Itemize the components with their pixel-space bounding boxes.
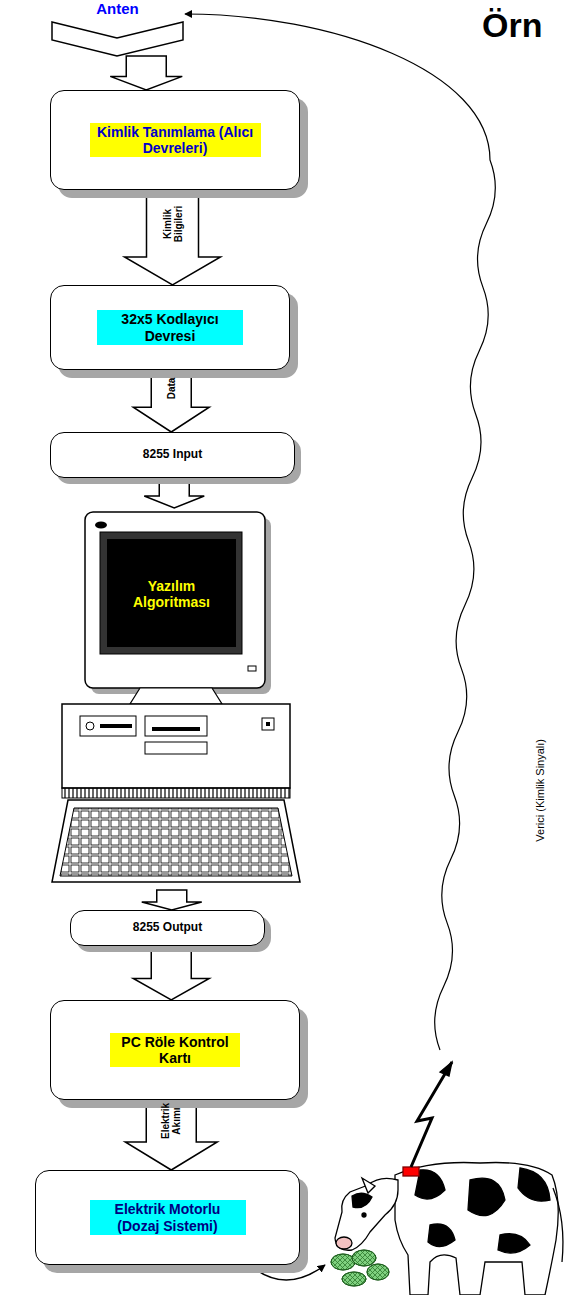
input-port-box: 8255 Input — [50, 432, 295, 478]
block-arrow — [125, 190, 221, 285]
node-label: Anten — [50, 0, 185, 17]
receiver-box: Kimlik Tanımlama (Alıcı Devreleri) — [50, 90, 300, 190]
feed-pile — [331, 1250, 389, 1286]
antenna-symbol — [52, 22, 183, 56]
node-label: Yazılım Algoritması — [109, 541, 234, 647]
block-arrow — [144, 478, 204, 508]
relay-card-box: PC Röle Kontrol Kartı — [50, 1000, 300, 1100]
node-label: Kimlik Tanımlama (Alıcı Devreleri) — [90, 123, 261, 157]
node-label: PC Röle Kontrol Kartı — [110, 1033, 240, 1067]
dosing-system-box: Elektrik Motorlu (Dozaj Sistemi) — [35, 1170, 300, 1265]
node-label: Elektrik Motorlu (Dozaj Sistemi) — [90, 1200, 246, 1234]
block-arrow — [125, 1100, 217, 1170]
cow-transmitter: Verici (Kimlik Sinyalı) — [325, 1050, 565, 1290]
node-label: 8255 Output — [133, 921, 202, 935]
block-arrow — [110, 56, 182, 90]
feed-arrow — [250, 1265, 325, 1280]
block-arrow — [133, 370, 209, 432]
output-port-box: 8255 Output — [70, 910, 265, 946]
edge-label: Elektrik Akımı — [160, 1103, 182, 1139]
edge-label: Data — [166, 373, 177, 404]
node-label: 8255 Input — [143, 448, 202, 462]
antenna-node: Anten — [50, 0, 185, 56]
node-label: Verici (Kimlik Sinyalı) — [534, 738, 547, 841]
computer-figure — [52, 512, 300, 882]
diagram-title: Örn — [482, 6, 542, 45]
computer-node: Yazılım Algoritması — [60, 508, 292, 890]
block-arrow — [133, 946, 209, 1000]
cow-figure — [335, 1062, 563, 1295]
block-arrow — [142, 890, 202, 910]
node-label: 32x5 Kodlayıcı Devresi — [97, 310, 243, 344]
edge-label: Kimlik Bilgileri — [162, 193, 184, 254]
encoder-box: 32x5 Kodlayıcı Devresi — [50, 285, 290, 370]
